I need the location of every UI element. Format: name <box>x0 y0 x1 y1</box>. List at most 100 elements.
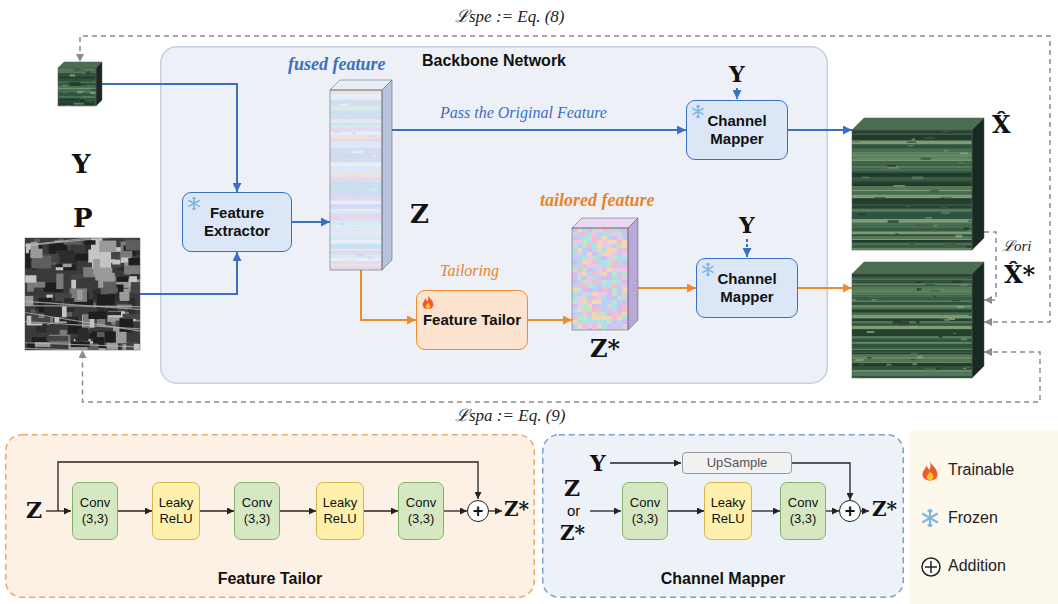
math-symbol: Z* <box>872 498 897 520</box>
box-label: Leaky ReLU <box>710 495 746 526</box>
connector <box>798 287 852 289</box>
fire-icon <box>421 295 435 309</box>
connector <box>826 510 839 511</box>
math-symbol: Y <box>739 213 755 237</box>
process-box: Channel Mapper <box>686 100 788 160</box>
math-symbol: P <box>73 204 93 233</box>
edge-label: Tailoring <box>440 262 499 280</box>
box-label: Channel Mapper <box>692 112 782 148</box>
feature-cube <box>572 218 638 330</box>
feature-cube <box>852 262 984 378</box>
legend-panel <box>910 430 1058 604</box>
connector <box>80 36 1050 322</box>
group-panel: Backbone NetworkFeature Extractorfused f… <box>160 46 828 384</box>
legend-text: Addition <box>948 557 1006 575</box>
box-label: Feature Tailor <box>423 311 521 329</box>
math-symbol: Z <box>26 498 42 522</box>
process-box: UpSample <box>682 452 792 474</box>
connector <box>364 510 398 511</box>
addition-node: + <box>839 500 861 522</box>
box-label: Leaky ReLU <box>158 495 194 526</box>
process-box: Leaky ReLU <box>152 482 200 540</box>
feature-cube: tailored featureZ* <box>572 218 638 330</box>
input-arrow <box>610 462 681 463</box>
process-box: Conv (3,3) <box>234 482 280 540</box>
math-symbol: Y <box>590 451 606 475</box>
group-panel: Feature Tailor Conv (3,3) Leaky ReLU Conv (… <box>5 434 535 598</box>
connector <box>118 510 152 511</box>
feature-cube: X̂* <box>852 262 984 378</box>
edge-label: ℒori <box>1002 238 1032 255</box>
feature-cube <box>330 80 392 270</box>
addition-icon <box>922 558 940 576</box>
process-box: Leaky ReLU <box>704 482 752 540</box>
input-arrow <box>590 510 621 511</box>
connector <box>280 510 316 511</box>
process-box: Conv (3,3) <box>72 482 118 540</box>
connector <box>102 84 237 192</box>
process-box: Feature Tailor <box>416 290 528 350</box>
math-symbol: X̂ <box>992 112 1011 138</box>
output-arrow <box>861 510 869 511</box>
addition-node: + <box>467 500 489 522</box>
snowflake-icon <box>701 263 715 277</box>
feature-cube <box>852 118 984 250</box>
feature-cube: X̂ <box>852 118 984 250</box>
connector <box>140 252 237 294</box>
math-symbol: Y <box>72 150 91 179</box>
connector <box>668 510 704 511</box>
connector <box>83 350 1041 402</box>
panel-background <box>161 47 828 384</box>
edge-label: ℒspe := Eq. (8) <box>455 7 565 27</box>
feature-cube: Y <box>58 62 102 106</box>
process-box: Leaky ReLU <box>316 482 364 540</box>
math-symbol: Y <box>729 62 745 86</box>
connector <box>292 221 330 223</box>
feature-caption: tailored feature <box>540 190 655 211</box>
feature-cube <box>58 62 102 106</box>
math-symbol: Z* <box>560 522 585 544</box>
box-label: Conv (3,3) <box>404 495 438 526</box>
snowflake-icon <box>691 105 705 119</box>
aerial-image <box>25 238 140 350</box>
process-box: Feature Extractor <box>182 192 292 252</box>
edge-label: Pass the Original Feature <box>440 104 607 122</box>
input-arrow <box>736 88 738 99</box>
math-symbol: Z <box>564 476 580 500</box>
process-box: Conv (3,3) <box>780 482 826 540</box>
box-label: Channel Mapper <box>702 270 792 306</box>
box-label: Conv (3,3) <box>240 495 274 526</box>
snowflake-icon <box>922 509 938 527</box>
box-label: Conv (3,3) <box>786 495 820 526</box>
output-arrow <box>489 510 502 511</box>
connector <box>444 510 467 511</box>
connector <box>752 510 780 511</box>
connector <box>361 270 416 320</box>
connector <box>200 510 234 511</box>
connector <box>638 287 696 289</box>
box-label: Conv (3,3) <box>628 495 662 526</box>
input-arrow <box>746 239 748 257</box>
feature-caption: fused feature <box>288 54 386 75</box>
panel-title: Channel Mapper <box>542 570 904 588</box>
math-symbol: Z* <box>504 498 529 520</box>
process-box: Conv (3,3) <box>622 482 668 540</box>
math-symbol: X̂* <box>1004 262 1035 288</box>
connector <box>788 129 852 131</box>
connector <box>528 319 572 321</box>
text-label: or <box>567 502 580 519</box>
legend-text: Trainable <box>948 461 1014 479</box>
connector <box>984 232 996 300</box>
feature-cube: fused featureZ <box>330 80 392 270</box>
process-box: Channel Mapper <box>696 258 798 318</box>
box-label: Feature Extractor <box>188 204 286 240</box>
box-label: + <box>845 502 856 520</box>
snowflake-icon <box>187 197 201 211</box>
panel-background <box>543 435 904 598</box>
panel-title: Feature Tailor <box>5 570 535 588</box>
fire-icon <box>923 461 938 481</box>
math-symbol: Z <box>410 200 429 229</box>
process-box: Conv (3,3) <box>398 482 444 540</box>
box-label: Leaky ReLU <box>322 495 358 526</box>
